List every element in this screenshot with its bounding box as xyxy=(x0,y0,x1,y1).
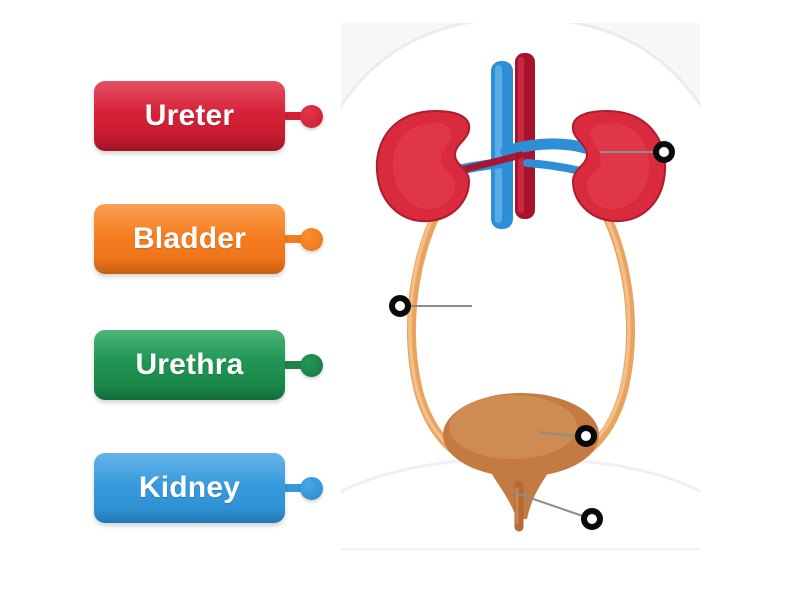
vena-cava-highlight xyxy=(495,65,502,223)
label-card-bladder[interactable]: Bladder xyxy=(94,204,285,274)
left-kidney-highlight xyxy=(392,123,456,210)
label-text-urethra: Urethra xyxy=(135,348,244,381)
label-row-bladder: Bladder xyxy=(94,203,323,275)
right-kidney-highlight xyxy=(586,123,650,210)
connector-bladder xyxy=(285,227,323,251)
label-card-kidney[interactable]: Kidney xyxy=(94,453,285,523)
label-text-bladder: Bladder xyxy=(132,222,247,255)
label-text-kidney: Kidney xyxy=(138,471,241,504)
marker-kidney[interactable] xyxy=(653,141,675,163)
connector-stem-kidney xyxy=(285,484,302,492)
marker-bladder[interactable] xyxy=(575,425,597,447)
marker-urethra[interactable] xyxy=(581,508,603,530)
aorta-highlight xyxy=(518,57,524,213)
connector-stem-ureter xyxy=(285,112,302,120)
urinary-system-illustration xyxy=(341,23,700,550)
label-card-ureter[interactable]: Ureter xyxy=(94,81,285,151)
label-row-ureter: Ureter xyxy=(94,80,323,152)
label-row-urethra: Urethra xyxy=(94,329,323,401)
connector-kidney xyxy=(285,476,323,500)
marker-ureter[interactable] xyxy=(389,295,411,317)
bladder-highlight xyxy=(449,395,577,459)
connector-dot-bladder[interactable] xyxy=(300,227,323,251)
leader-line-ureter xyxy=(408,305,472,307)
label-text-ureter: Ureter xyxy=(144,99,235,132)
connector-dot-kidney[interactable] xyxy=(300,476,323,500)
label-row-kidney: Kidney xyxy=(94,452,323,524)
connector-ureter xyxy=(285,104,323,128)
connector-dot-ureter[interactable] xyxy=(300,104,323,128)
diagram-image-panel xyxy=(341,23,700,550)
label-card-urethra[interactable]: Urethra xyxy=(94,330,285,400)
connector-urethra xyxy=(285,353,323,377)
leader-line-kidney xyxy=(600,151,664,153)
connector-dot-urethra[interactable] xyxy=(300,353,323,377)
connector-stem-urethra xyxy=(285,361,302,369)
connector-stem-bladder xyxy=(285,235,302,243)
